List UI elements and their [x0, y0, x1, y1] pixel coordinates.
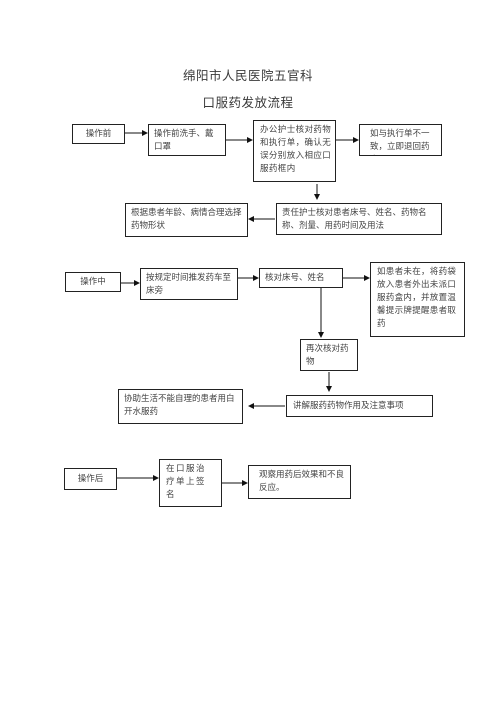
step-verify-orders: 办公护士核对药物和执行单，确认无误分别放入相应口服药框内 [253, 120, 336, 182]
process-title: 口服药发放流程 [202, 95, 294, 110]
step-recheck: 再次核对药物 [300, 339, 358, 371]
step-select-form: 根据患者年龄、病情合理选择药物形状 [125, 203, 248, 237]
step-wash-hands: 操作前洗手、戴口罩 [148, 124, 226, 156]
hospital-title: 绵阳市人民医院五官科 [182, 68, 313, 83]
step-nurse-check: 责任护士核对患者床号、姓名、药物名称、剂量、用药时间及用法 [276, 203, 442, 235]
stage-during: 操作中 [65, 272, 121, 292]
step-sign: 在口服治疗单上签名 [159, 459, 222, 507]
stage-after: 操作后 [64, 468, 117, 490]
step-push-cart: 按规定时间推发药车至床旁 [140, 268, 238, 300]
step-assist: 协助生活不能自理的患者用白开水服药 [118, 389, 243, 424]
stage-before: 操作前 [72, 124, 125, 144]
step-check-bed-name: 核对床号、姓名 [259, 268, 343, 288]
step-explain: 讲解服药药物作用及注意事项 [286, 395, 433, 417]
step-observe: 观察用药后效果和不良反应。 [248, 465, 351, 499]
step-patient-absent: 如患者未在，将药袋放入患者外出未派口服药盒内，并放置温馨提示牌提醒患者取药 [370, 262, 465, 337]
step-mismatch-return: 如与执行单不一致，立即退回药房 [359, 124, 442, 156]
